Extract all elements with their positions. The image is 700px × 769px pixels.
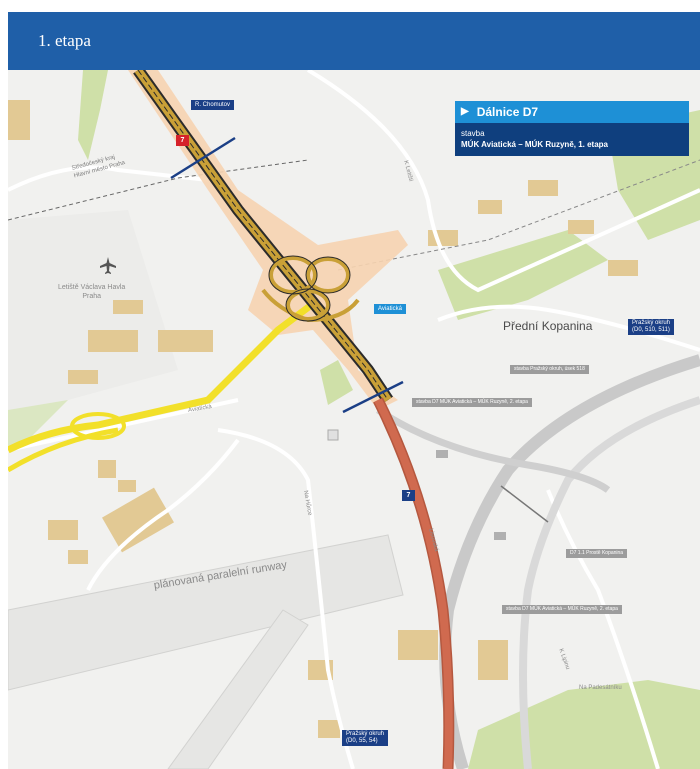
building [48,520,78,540]
building [98,460,116,478]
building [318,720,340,738]
airplane-icon [100,257,116,274]
d7-shield-red: 7 [176,135,189,146]
building [102,487,174,553]
d7-shield-blue: 7 [402,490,415,501]
green-area [320,360,353,405]
building [68,370,98,384]
building [478,640,508,680]
legend-road-name: Dálnice D7 [476,105,539,119]
legend-line-1: stavba [461,129,485,138]
green-area [78,70,108,160]
map-marker [436,450,448,458]
airport-access-road [8,427,119,473]
d7-existing-section [374,398,453,769]
runway [8,534,404,691]
prague-ring-road [376,407,611,493]
building [398,630,438,660]
direction-sign-prague-ring-south: Pražský okruh (D0, 55, 54) [342,730,389,746]
village-label: Přední Kopanina [503,319,593,333]
building [528,180,558,196]
map-marker [494,532,506,540]
legend-body: stavba MÚK Aviatická – MÚK Ruzyně, 1. et… [455,123,689,156]
legend-line-2: MÚK Aviatická – MÚK Ruzyně, 1. etapa [461,140,609,149]
kraj-border [8,159,309,221]
airport-apron [8,210,178,410]
building [68,550,88,564]
map-graphic [8,70,700,769]
section-header: 1. etapa [8,12,700,70]
building [568,220,594,234]
building [113,300,143,314]
building [158,330,213,352]
construction-tag-stage-2-south: stavba D7 MÚK Aviatická – MÚK Ruzyně, 2.… [502,605,622,614]
airport-label: Letiště Václava Havla Praha [58,284,126,300]
airport-roundabout [70,412,126,440]
section-title: 1. etapa [38,31,91,50]
minor-roads [8,70,700,769]
interchange-outline [268,255,351,322]
building [8,100,30,140]
building [118,480,136,492]
construction-tag-prague-ring: stavba Pražský okruh, úsek 518 [510,365,589,374]
construction-tag-kopanina: D7 1.1 Prostě Kopanina [566,549,628,558]
legend-box: ▶ Dálnice D7 stavba MÚK Aviatická – MÚK … [455,101,689,156]
construction-boundary [170,136,236,180]
legend-header: ▶ Dálnice D7 [455,101,689,123]
building [428,230,458,246]
construction-tag-stage-2: stavba D7 MÚK Aviatická – MÚK Ruzyně, 2.… [412,398,532,407]
map-marker [327,429,339,441]
taxiway [167,609,309,769]
building [478,200,502,214]
building [88,330,138,352]
construction-boundary [500,485,549,523]
prague-ring-road [519,396,700,769]
building [608,260,638,276]
interchange [261,256,360,323]
locality-label: Na Padesátníku [579,685,622,691]
construction-boundary [342,380,404,414]
airport-access-road [8,297,321,454]
direction-sign-aviaticka: Aviatická [374,304,406,314]
direction-sign-prague-ring-east: Pražský okruh (D0, 510, 511) [628,319,675,335]
map-canvas[interactable]: ▶ Dálnice D7 stavba MÚK Aviatická – MÚK … [8,70,700,769]
buildings [8,100,638,738]
direction-sign-chomutov: R. Chomutov [191,100,235,110]
arrow-icon: ▶ [461,106,469,117]
green-area [468,680,700,769]
